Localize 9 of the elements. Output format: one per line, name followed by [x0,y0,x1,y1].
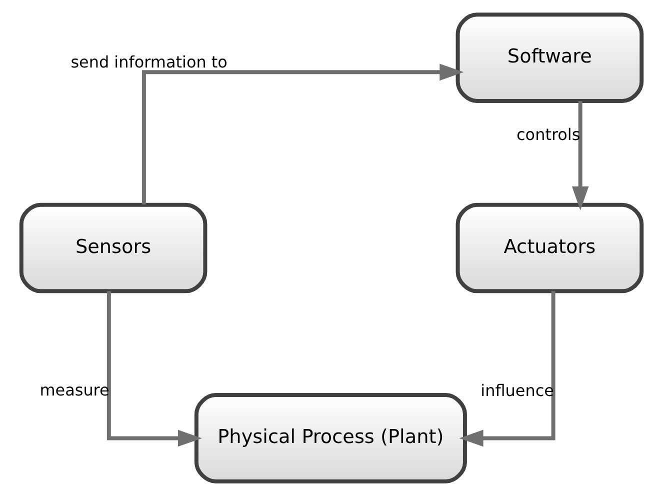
edge-label: send information to [70,52,228,72]
node-box: Physical Process (Plant) [194,393,467,484]
node-box: Sensors [19,202,208,294]
arrow [142,64,464,205]
node-box: Actuators [456,202,644,294]
arrow [572,100,589,210]
arrow [106,291,202,447]
arrow [459,291,556,447]
node-box: Software [456,12,644,103]
